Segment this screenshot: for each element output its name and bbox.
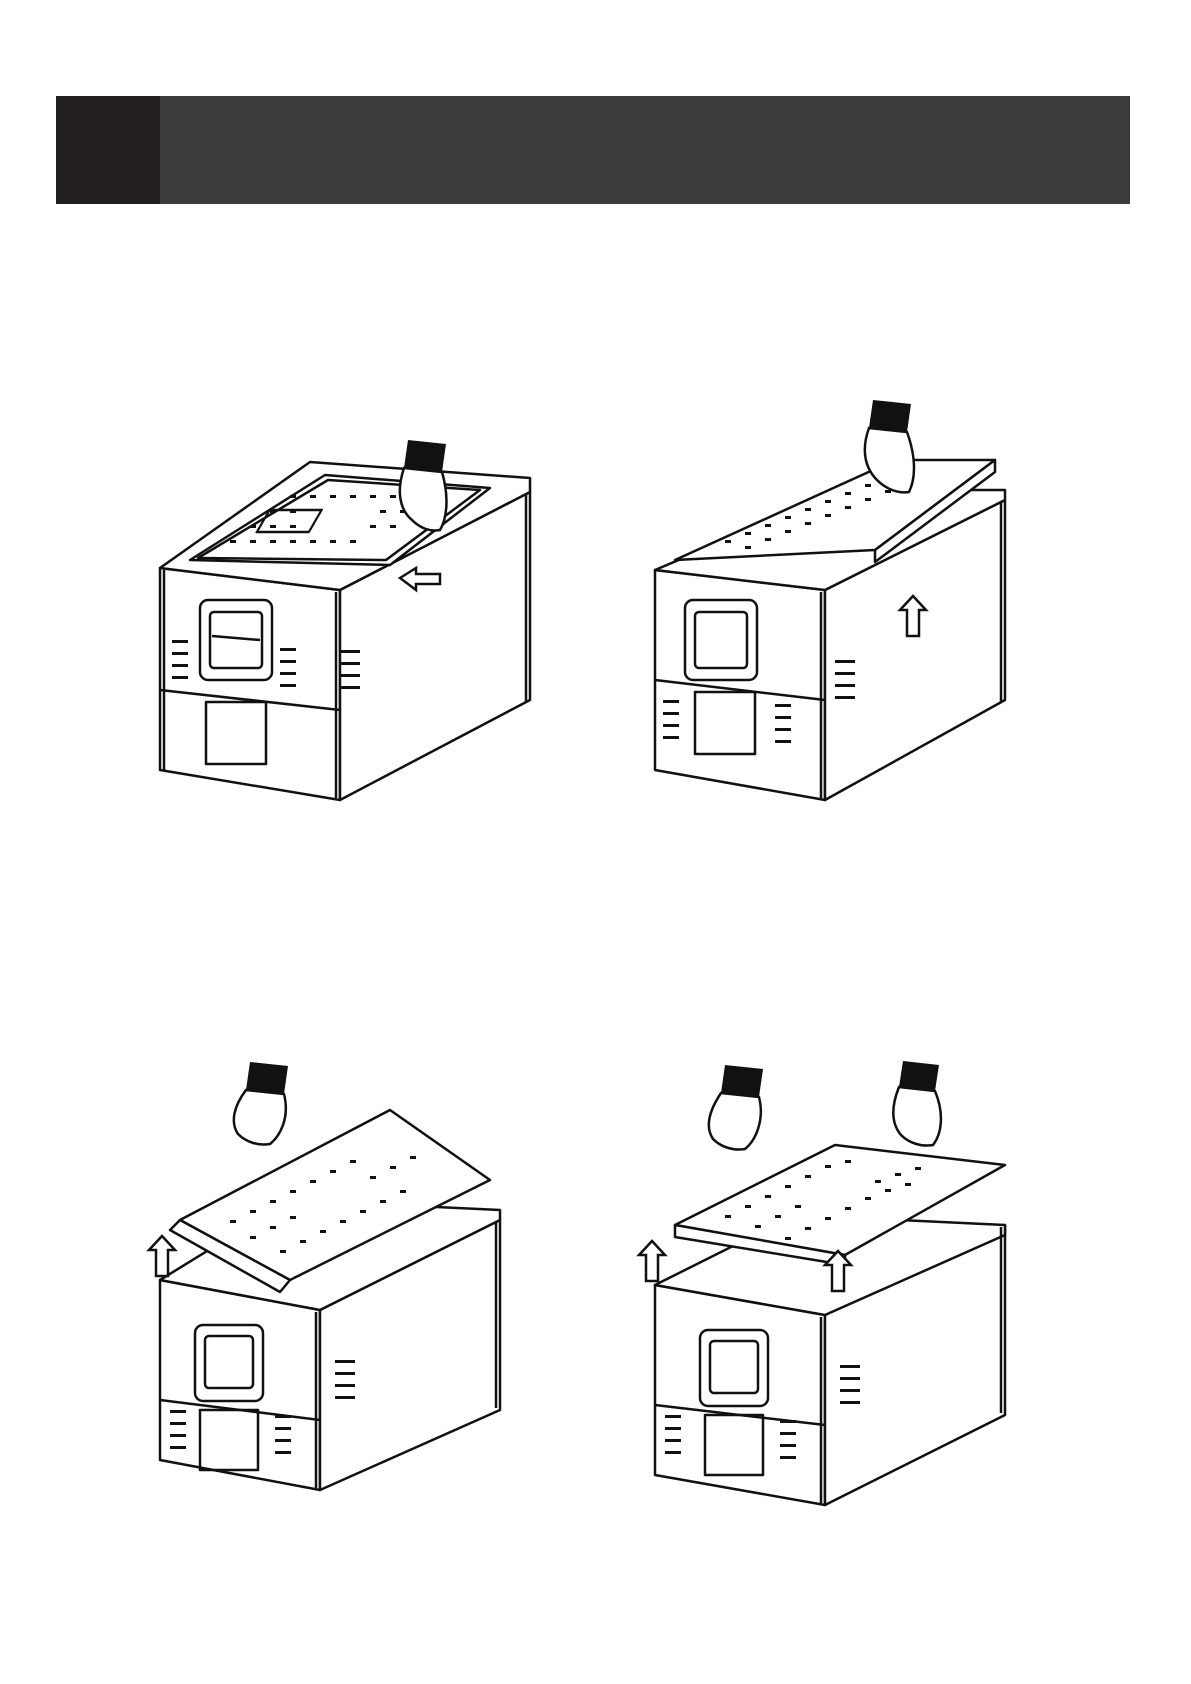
section-number-tab: [56, 96, 160, 204]
hand-icon: [893, 1061, 941, 1146]
hand-icon: [709, 1065, 763, 1150]
cooler-box-illustration: [150, 1070, 530, 1490]
up-arrow-icon: [639, 1241, 665, 1281]
cooler-box-illustration: [645, 1085, 1025, 1505]
figure-unlock-latch: [150, 440, 550, 800]
hand-icon: [234, 1062, 288, 1145]
up-arrow-icon: [149, 1236, 175, 1276]
figure-lift-lid-side: [150, 1070, 530, 1490]
cooler-box-illustration: [150, 440, 550, 800]
section-header-bar: [56, 96, 1130, 204]
cooler-box-illustration: [645, 400, 1025, 800]
figure-lift-lid-open: [645, 400, 1025, 800]
figure-remove-lid: [645, 1085, 1025, 1505]
